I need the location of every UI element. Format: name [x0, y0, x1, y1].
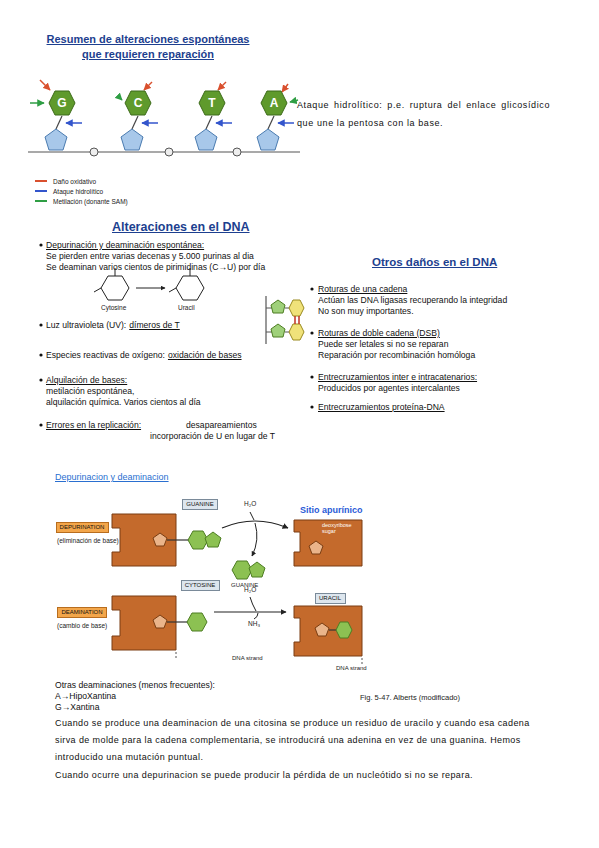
bullet-text: alquilación química. Varios cientos al d… — [46, 397, 201, 407]
depurination-figure — [112, 512, 362, 664]
bullet-text: No son muy importantes. — [318, 306, 414, 316]
bullet-head: Depurinación y deaminación espontánea: — [46, 240, 204, 250]
section-heading: Otros daños en el DNA — [372, 256, 497, 270]
figure-label-box: DEAMINATION — [57, 607, 107, 618]
figure-label: GUANINE — [186, 501, 213, 508]
figure-label-box: URACIL — [315, 593, 346, 604]
bullet-head: Especies reactivas de oxígeno: — [46, 350, 165, 360]
base-hexagon: G — [48, 90, 76, 116]
legend-row: Metilación (donante SAM) — [34, 197, 128, 205]
reagent-label: H₂O — [244, 586, 256, 594]
base-letter: C — [124, 90, 152, 116]
bullet-text: Puede ser letales si no se reparan — [318, 339, 448, 349]
part-label: DNA strand — [232, 655, 263, 662]
base-letter: G — [48, 90, 76, 116]
figure-label-box: GUANINE — [182, 499, 218, 510]
section-heading: Alteraciones en el DNA — [112, 220, 250, 235]
thymine-dimer — [266, 296, 304, 344]
legend-text: Metilación (donante SAM) — [53, 198, 128, 205]
figure-label: CYTOSINE — [185, 582, 216, 589]
figure-label: DEAMINATION — [61, 609, 102, 616]
base-letter: A — [260, 90, 288, 116]
bullet-text: incorporación de U en lugar de T — [150, 431, 275, 441]
bullet-text: Actúan las DNA ligasas recuperando la in… — [318, 295, 507, 305]
bullet-term: oxidación de bases — [168, 350, 242, 360]
bullet-term: dímeros de T — [129, 320, 179, 330]
molecule-name: Uracil — [178, 304, 195, 312]
paragraph: Cuando se produce una deaminacion de una… — [55, 715, 545, 766]
legend-row: Daño oxidativo — [34, 177, 96, 185]
bullet-head: Roturas de doble cadena (DSB) — [318, 328, 440, 338]
bullet-head: Entrecruzamientos inter e intracatenario… — [318, 372, 477, 382]
section-heading: Depurinacion y deaminacion — [55, 472, 169, 483]
legend-sample — [34, 187, 50, 195]
bullet-head: Entrecruzamientos proteína-DNA — [318, 402, 445, 412]
bullet-head: Alquilación de bases: — [46, 375, 127, 385]
figure-caption: Fig. 5-47. Alberts (modificado) — [360, 693, 460, 702]
bullets — [39, 243, 313, 426]
part-label: DNA strand — [336, 665, 367, 672]
paragraph: Cuando ocurre una depurinacion se puede … — [55, 767, 545, 784]
base-letter: T — [198, 90, 226, 116]
bullet-text: desapareamientos — [186, 420, 257, 430]
figure-label: DEPURINATION — [60, 524, 105, 531]
figure-note: (cambio de base) — [57, 622, 107, 630]
legend-sample — [34, 177, 50, 185]
part-label: deoxyribose sugar — [322, 522, 360, 534]
figure-note: (eliminación de base) — [57, 537, 119, 545]
legend-text: Daño oxidativo — [53, 178, 96, 185]
legend-text: Ataque hidrolítico — [53, 188, 103, 195]
chem-structures — [94, 268, 204, 300]
bullet-text: metilación espontánea, — [46, 386, 134, 396]
figure-label-box: CYTOSINE — [181, 580, 220, 591]
note-text: Otras deaminaciones (menos frecuentes): — [55, 680, 215, 690]
molecule-name: Cytosine — [101, 304, 126, 312]
bullet-text: Reparación por recombinación homóloga — [318, 350, 475, 360]
note-text: G→Xantina — [55, 702, 99, 712]
bullet-text: Producidos por agentes intercalantes — [318, 383, 460, 393]
base-hexagon: C — [124, 90, 152, 116]
base-hexagon: T — [198, 90, 226, 116]
legend-sample — [34, 197, 50, 205]
base-hexagon: A — [260, 90, 288, 116]
dna-strand — [28, 80, 300, 156]
bullet-text: Se deaminan varios cientos de pirimidina… — [46, 262, 265, 272]
bullet-head: Roturas de una cadena — [318, 284, 407, 294]
page-title: Resumen de alteraciones espontáneas que … — [36, 32, 260, 62]
bullet-head: Errores en la replicación: — [46, 420, 141, 430]
side-note: Ataque hidrolítico: p.e. ruptura del enl… — [297, 96, 550, 132]
reagent-label: NH₃ — [248, 620, 260, 628]
reagent-label: H₂O — [244, 500, 256, 508]
figure-label-box: DEPURINATION — [56, 522, 109, 533]
site-label: Sitio apurínico — [300, 505, 363, 516]
note-text: A→HipoXantina — [55, 691, 116, 701]
bullet-head: Luz ultravioleta (UV): — [46, 320, 126, 330]
legend-row: Ataque hidrolítico — [34, 187, 103, 195]
bullet-text: Se pierden entre varias decenas y 5.000 … — [46, 251, 254, 261]
figure-label: URACIL — [319, 595, 341, 602]
